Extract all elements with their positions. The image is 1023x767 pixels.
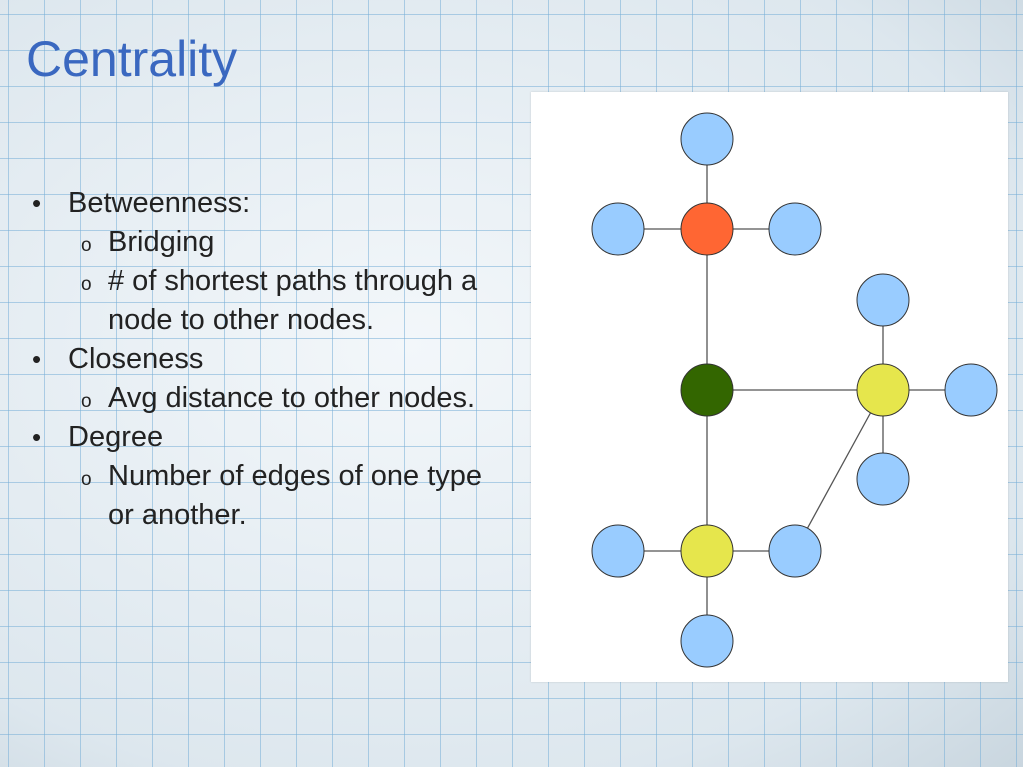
sub-item-label: Bridging [108, 226, 215, 258]
sub-item-number-of-edges: o Number of edges of one type or another… [68, 457, 500, 535]
network-graph [591, 112, 998, 668]
sub-list: o Bridging o # of shortest paths through… [68, 223, 500, 340]
node-hub-betweenness [680, 202, 734, 256]
node-bottom [680, 614, 734, 668]
bullet-dot-icon: • [32, 422, 42, 452]
slide-title: Centrality [26, 31, 238, 87]
sub-item-bridging: o Bridging [68, 223, 500, 262]
sub-item-label: # of shortest paths through a node to ot… [108, 265, 478, 336]
network-diagram-panel [531, 92, 1008, 682]
node-right-upper [768, 202, 822, 256]
sub-bullet-circle-icon: o [81, 391, 92, 412]
node-right-top [856, 273, 910, 327]
bullet-dot-icon: • [32, 188, 42, 218]
node-top [680, 112, 734, 166]
bullet-list: • Betweenness: o Bridging o # of shortes… [30, 184, 500, 535]
node-bottom-right [768, 524, 822, 578]
sub-list: o Number of edges of one type or another… [68, 457, 500, 535]
bullet-label: Betweenness: [68, 187, 251, 219]
bullet-degree: • Degree o Number of edges of one type o… [30, 418, 500, 535]
sub-item-avg-distance: o Avg distance to other nodes. [68, 379, 500, 418]
node-hub-closeness [680, 363, 734, 417]
bullet-dot-icon: • [32, 344, 42, 374]
sub-item-label: Avg distance to other nodes. [108, 382, 476, 414]
node-bottom-left [591, 524, 645, 578]
node-hub-degree-right [856, 363, 910, 417]
bullet-label: Degree [68, 421, 164, 453]
bullet-betweenness: • Betweenness: o Bridging o # of shortes… [30, 184, 500, 340]
sub-list: o Avg distance to other nodes. [68, 379, 500, 418]
edge-hub-degree-right-bottom-right [794, 389, 884, 552]
sub-item-shortest-paths: o # of shortest paths through a node to … [68, 262, 500, 340]
sub-item-label: Number of edges of one type or another. [108, 460, 483, 531]
sub-bullet-circle-icon: o [81, 469, 92, 490]
bullet-closeness: • Closeness o Avg distance to other node… [30, 340, 500, 418]
node-left-upper [591, 202, 645, 256]
node-right-far [944, 363, 998, 417]
bullet-label: Closeness [68, 343, 204, 375]
node-hub-degree-bottom [680, 524, 734, 578]
sub-bullet-circle-icon: o [81, 235, 92, 256]
node-right-below [856, 452, 910, 506]
sub-bullet-circle-icon: o [81, 274, 92, 295]
